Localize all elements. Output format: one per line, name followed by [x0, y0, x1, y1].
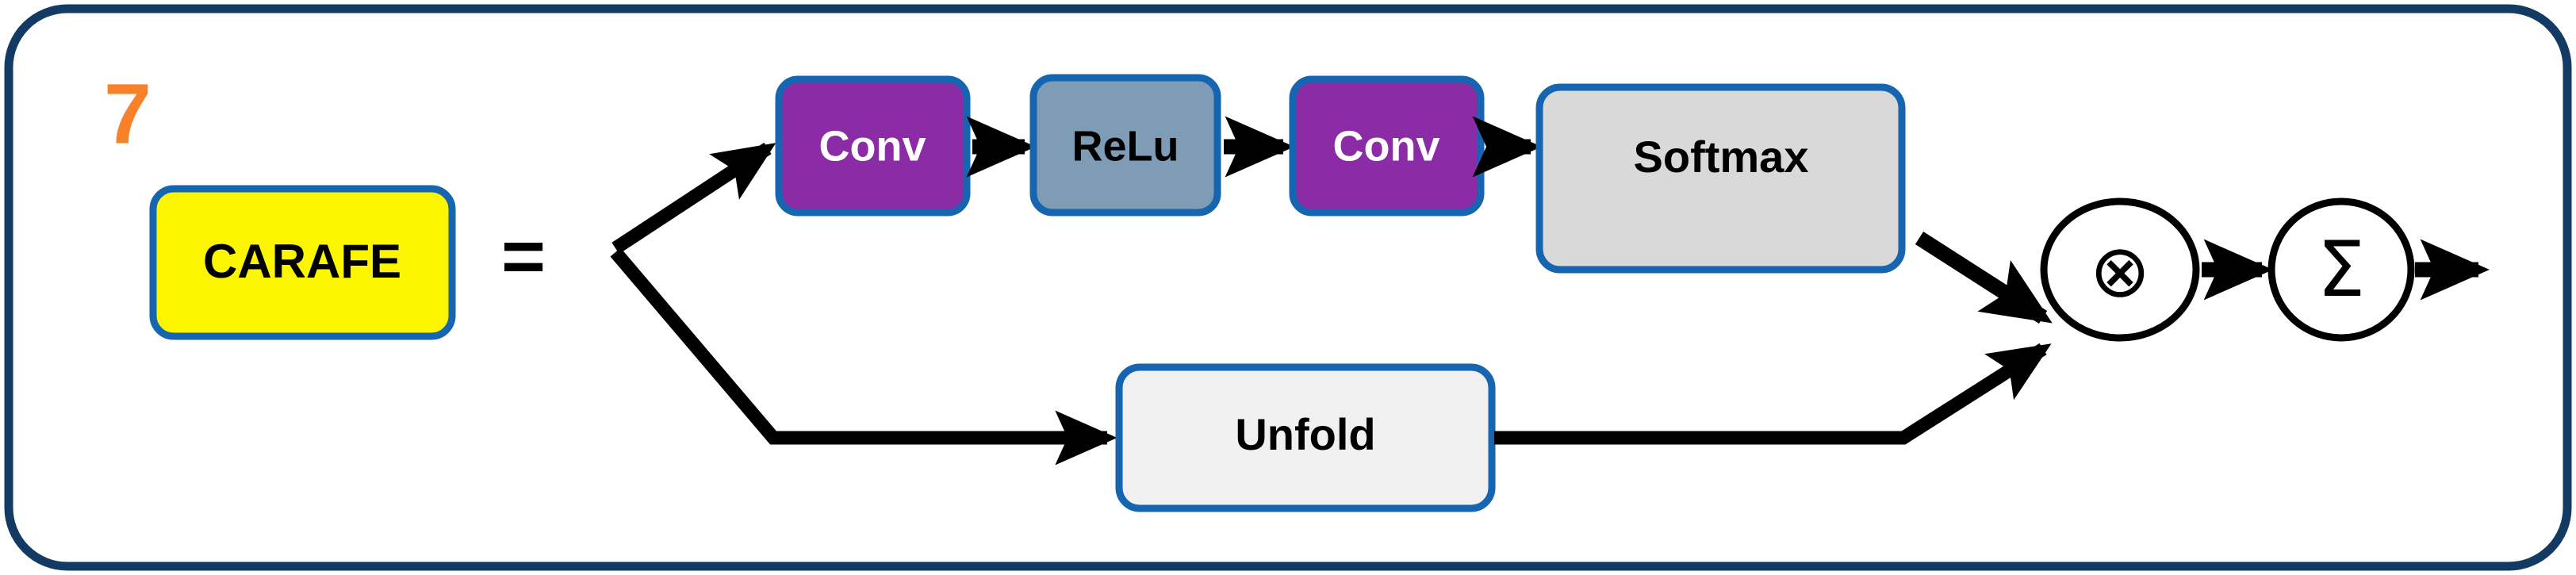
multiply-node[interactable] [2040, 197, 2200, 342]
panel-index-label: 7 [104, 66, 151, 162]
relu-label: ReLu [1072, 122, 1179, 170]
unfold-box[interactable] [1115, 363, 1496, 512]
edge-softmax-to-multiply [1915, 232, 2053, 324]
multiply-symbol: ⊗ [2089, 229, 2150, 314]
sum-symbol: Σ [2317, 225, 2366, 314]
softmax-box[interactable] [1535, 83, 1906, 274]
edge-unfold-to-multiply [1494, 343, 2052, 445]
softmax-label: Softmax [1634, 132, 1809, 182]
equals-sign: = [501, 213, 546, 298]
relu-box[interactable] [1029, 74, 1221, 217]
unfold-label: Unfold [1235, 409, 1375, 459]
edge-split-to-conv1 [611, 142, 776, 255]
conv1-label: Conv [819, 122, 926, 170]
carafe-box[interactable] [149, 185, 456, 340]
edge-split-to-unfold [610, 247, 1117, 466]
conv2-label: Conv [1333, 122, 1440, 170]
sum-node[interactable] [2267, 197, 2415, 342]
carafe-label: CARAFE [203, 235, 401, 288]
